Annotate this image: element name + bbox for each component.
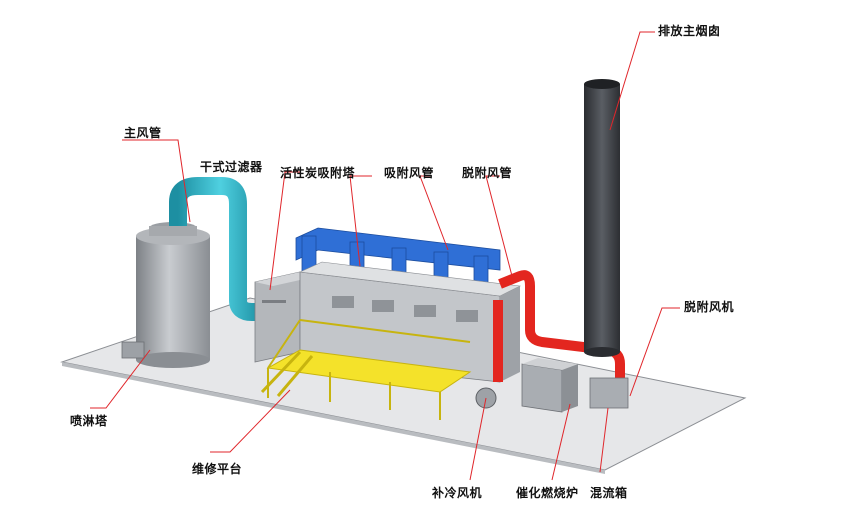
label-adsorption-duct: 吸附风管: [384, 166, 435, 180]
carbon-towers: [298, 261, 522, 383]
main-duct: [169, 177, 262, 321]
mixing-box: [589, 377, 629, 409]
label-mixing-box: 混流箱: [590, 486, 628, 500]
label-desorption-duct: 脱附风管: [462, 166, 513, 180]
label-maintenance-platform: 维修平台: [192, 462, 243, 476]
label-main-chimney: 排放主烟囱: [658, 24, 721, 38]
label-main-duct: 主风管: [124, 126, 162, 140]
label-dry-filter: 干式过滤器: [200, 160, 263, 174]
label-carbon-tower: 活性炭吸附塔: [280, 166, 356, 180]
spray-tower: [121, 222, 210, 368]
label-desorption-fan: 脱附风机: [684, 300, 735, 314]
maintenance-platform: [260, 319, 472, 420]
leader-lines: [90, 31, 680, 481]
desorption-duct: [475, 270, 625, 409]
label-catalytic-burner: 催化燃烧炉: [516, 486, 579, 500]
label-cooling-fan: 补冷风机: [432, 486, 483, 500]
label-spray-tower: 喷淋塔: [70, 414, 108, 428]
base-slab-edge: [62, 362, 605, 474]
catalytic-burner: [521, 358, 578, 413]
main-chimney: [584, 79, 620, 357]
